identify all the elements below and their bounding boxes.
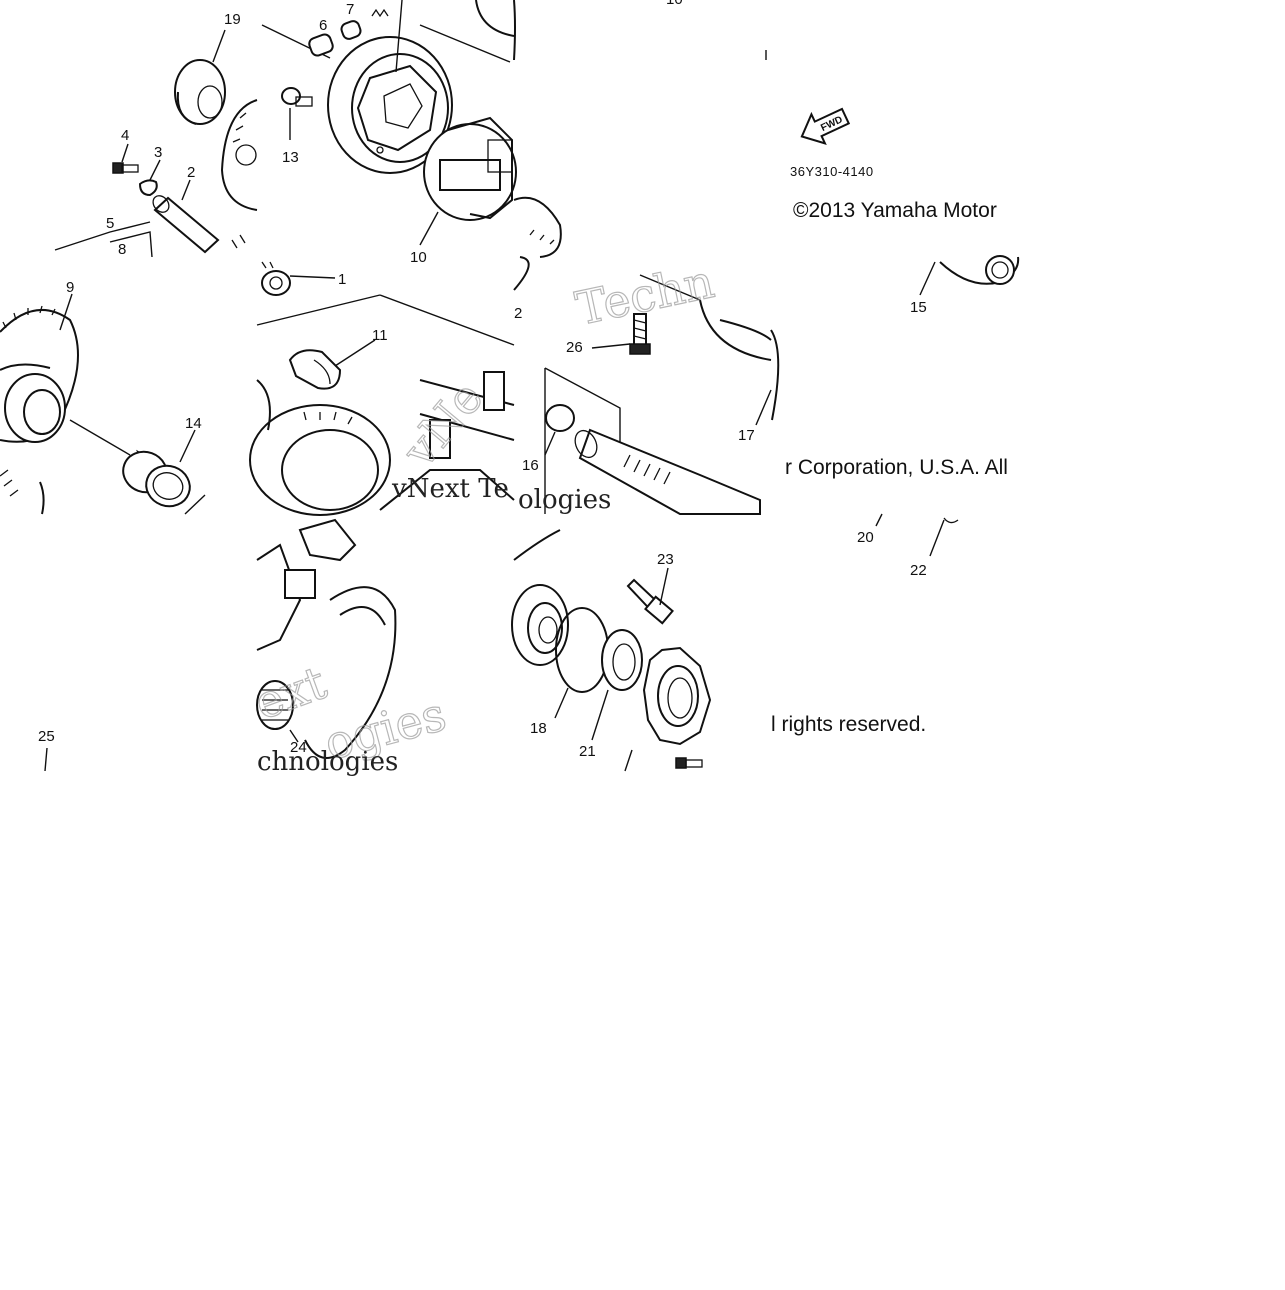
part-bearing-19: [174, 59, 226, 125]
callout-19: 19: [224, 11, 241, 28]
callout-22: 22: [910, 562, 927, 579]
tile-bottom-left: [44, 747, 48, 772]
fwd-arrow-icon: FWD: [800, 107, 851, 145]
callout-1: 1: [338, 271, 346, 288]
tile-middle-center: vNext Te: [249, 261, 515, 516]
tile-bottom-far-right: l rights reserved.: [771, 513, 959, 736]
callout-14: 14: [185, 415, 202, 432]
tile-middle-right: Techn ologies: [513, 253, 772, 515]
copyright-line-2: r Corporation, U.S.A. All: [785, 456, 1008, 479]
callout-11: 11: [372, 327, 388, 344]
part-bearing-housing: [642, 646, 712, 746]
callout-21: 21: [579, 743, 596, 760]
callout-2b: 2: [514, 305, 522, 322]
callout-7: 7: [346, 1, 354, 18]
part-oring-18: [555, 607, 609, 693]
part-bushing-14: [122, 449, 191, 508]
watermark-fragment-vnext: vNext Te: [391, 474, 509, 504]
callout-10-top: 10: [666, 0, 683, 8]
callout-23: 23: [657, 551, 674, 568]
tile-middle-far-right: r Corporation, U.S.A. All: [755, 255, 1020, 479]
part-shaft-17: [574, 428, 761, 515]
part-seal-21: [601, 629, 643, 691]
callout-4: 4: [121, 127, 129, 144]
tile-middle-left: [0, 293, 206, 515]
tile-bottom-right: [511, 529, 712, 772]
part-bearing-left: [511, 584, 569, 666]
part-gear-9: [0, 305, 79, 443]
callout-5: 5: [106, 215, 114, 232]
callout-17: 17: [738, 427, 755, 444]
tile-top-center: [261, 0, 517, 246]
callout-13: 13: [282, 149, 299, 166]
watermark-fragment-vne: vNe: [391, 371, 493, 478]
copyright-line-1: ©2013 Yamaha Motor: [793, 199, 997, 222]
part-shaft-2: [152, 195, 220, 254]
callout-24: 24: [290, 739, 307, 756]
part-gear-24: [256, 680, 294, 730]
tile-top-far-right: FWD 36Y310-4140 ©2013 Yamaha Motor: [765, 50, 997, 222]
part-starter-clutch: [327, 36, 453, 174]
part-starter-wheel: [249, 404, 391, 516]
callout-18: 18: [530, 720, 547, 737]
part-bolt-13: [281, 87, 313, 107]
callout-6: 6: [319, 17, 327, 34]
callout-8: 8: [118, 241, 126, 258]
part-bolt-4: [112, 162, 139, 174]
watermark-fragment-ologies: ologies: [518, 485, 611, 515]
callout-20: 20: [857, 529, 874, 546]
part-pin-23: [626, 578, 674, 625]
callout-10: 10: [410, 249, 427, 266]
watermark-fragment-chnologies: chnologies: [257, 747, 398, 777]
callout-15: 15: [910, 299, 927, 316]
tile-top-right: [513, 0, 562, 258]
callout-25: 25: [38, 728, 55, 745]
callout-9: 9: [66, 279, 74, 296]
copyright-line-3: l rights reserved.: [771, 713, 926, 736]
callout-16: 16: [522, 457, 539, 474]
callout-26: 26: [566, 339, 583, 356]
callout-3: 3: [154, 144, 162, 161]
callout-labels: 19 6 7 10 4 3 2 13 5 8 10 1 2 15 9 11 26…: [38, 0, 927, 760]
callout-2: 2: [187, 164, 195, 181]
part-hub-10: [423, 116, 517, 221]
part-cam-11: [288, 349, 342, 390]
tile-bottom-center: ext ogies chnologies: [247, 518, 452, 777]
tile-top-left: [54, 29, 258, 258]
diagram-code: 36Y310-4140: [790, 164, 874, 179]
part-bolt-26: [629, 313, 651, 355]
